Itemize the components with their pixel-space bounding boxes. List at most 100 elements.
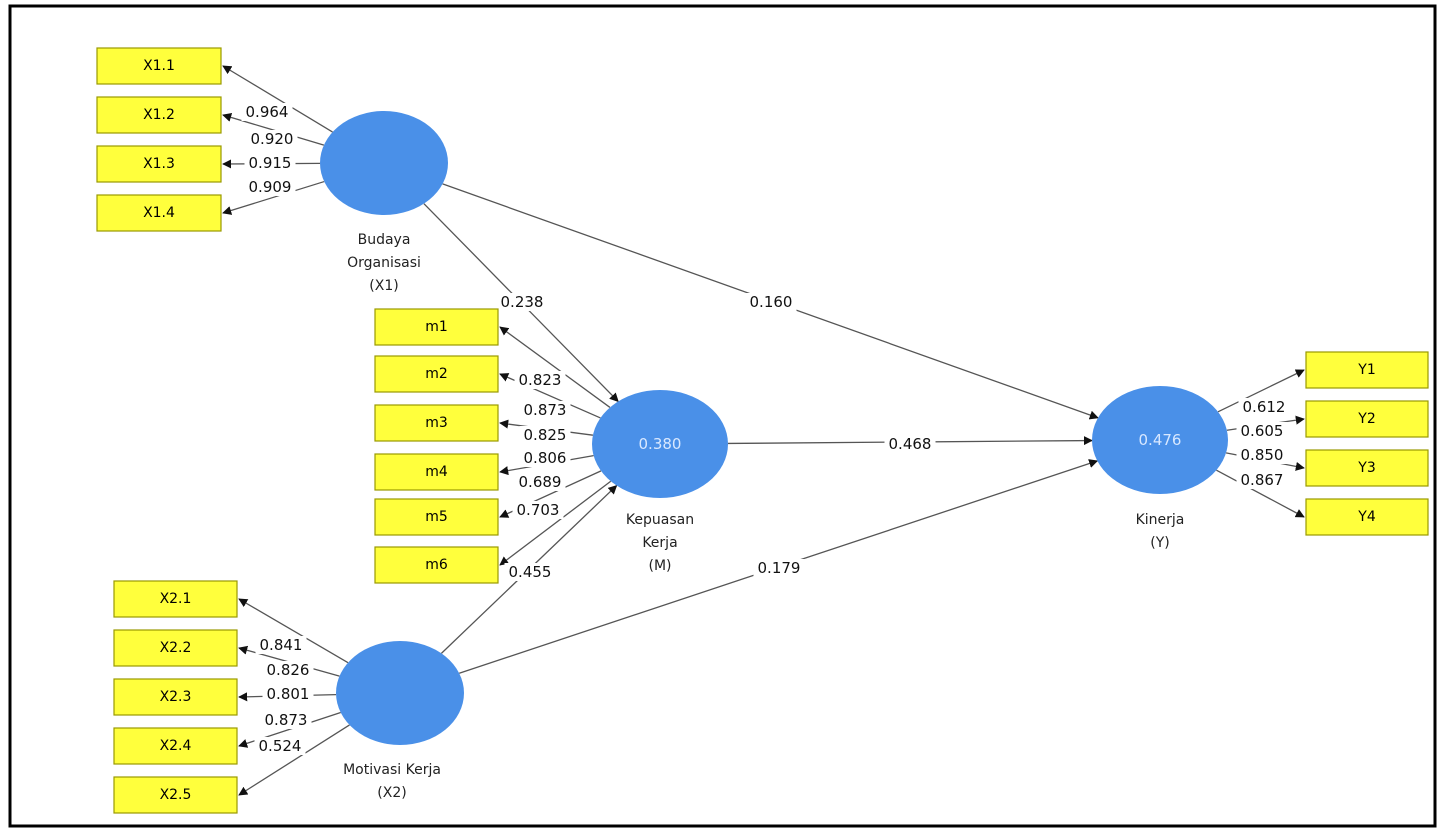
indicator-box[interactable] bbox=[113, 776, 238, 814]
indicator-label: Y3 bbox=[1357, 460, 1375, 476]
indicator-box[interactable] bbox=[96, 47, 222, 85]
loading-value-m5: 0.689 bbox=[519, 473, 562, 491]
r-squared-value: 0.476 bbox=[1139, 431, 1182, 449]
indicator-box[interactable] bbox=[374, 355, 499, 393]
loading-value-x2-5: 0.524 bbox=[259, 737, 302, 755]
latent-name-line: Budaya bbox=[358, 232, 411, 248]
indicator-box[interactable] bbox=[374, 453, 499, 491]
indicator-box[interactable] bbox=[374, 498, 499, 536]
loading-value-m6: 0.703 bbox=[517, 501, 560, 519]
indicator-label: m6 bbox=[425, 557, 448, 573]
indicator-box[interactable] bbox=[113, 678, 238, 716]
latent-ellipse[interactable] bbox=[336, 641, 464, 745]
latent-x2[interactable]: Motivasi Kerja(X2) bbox=[336, 641, 464, 801]
loading-value-y2: 0.605 bbox=[1241, 422, 1284, 440]
loading-value-y2-bg bbox=[1236, 422, 1288, 440]
loading-arrow-m6 bbox=[499, 480, 612, 566]
indicator-x1-4[interactable]: X1.4 bbox=[96, 194, 222, 232]
loading-value-y4: 0.867 bbox=[1241, 471, 1284, 489]
loading-arrow-x2-5 bbox=[238, 724, 350, 796]
indicator-m2[interactable]: m2 bbox=[374, 355, 499, 393]
indicator-x2-4[interactable]: X2.4 bbox=[113, 727, 238, 765]
indicator-m1[interactable]: m1 bbox=[374, 308, 499, 346]
latent-name-line: (X2) bbox=[377, 785, 406, 801]
indicator-y3[interactable]: Y3 bbox=[1305, 449, 1429, 487]
indicator-box[interactable] bbox=[96, 145, 222, 183]
indicator-box[interactable] bbox=[1305, 351, 1429, 389]
indicator-y2[interactable]: Y2 bbox=[1305, 400, 1429, 438]
indicator-box[interactable] bbox=[1305, 449, 1429, 487]
loading-value-x2-4: 0.873 bbox=[265, 711, 308, 729]
indicator-x2-1[interactable]: X2.1 bbox=[113, 580, 238, 618]
loading-value-m5-bg bbox=[514, 473, 566, 491]
path-coef-x2-m: 0.455 bbox=[509, 563, 552, 581]
latent-name-line: Kepuasan bbox=[626, 512, 694, 528]
indicator-x1-2[interactable]: X1.2 bbox=[96, 96, 222, 134]
path-coef-x1-m: 0.238 bbox=[501, 293, 544, 311]
indicator-m6[interactable]: m6 bbox=[374, 546, 499, 584]
r-squared-value: 0.380 bbox=[639, 435, 682, 453]
path-coef-x2-y-bg bbox=[753, 559, 805, 577]
indicator-label: X2.4 bbox=[160, 738, 192, 754]
loading-value-m1-bg bbox=[514, 371, 566, 389]
loading-value-m2: 0.873 bbox=[524, 401, 567, 419]
loading-value-x2-3-bg bbox=[262, 685, 314, 703]
loading-value-y4-bg bbox=[1236, 471, 1288, 489]
indicator-label: Y1 bbox=[1357, 362, 1375, 378]
indicator-label: X1.2 bbox=[143, 107, 175, 123]
loading-value-x2-1: 0.841 bbox=[260, 636, 303, 654]
indicator-box[interactable] bbox=[96, 194, 222, 232]
loading-value-x2-3: 0.801 bbox=[267, 685, 310, 703]
latent-ellipse[interactable] bbox=[592, 390, 728, 498]
loading-value-m3-bg bbox=[519, 426, 571, 444]
latent-ellipse[interactable] bbox=[320, 111, 448, 215]
latent-ellipse[interactable] bbox=[1092, 386, 1228, 494]
indicator-x1-3[interactable]: X1.3 bbox=[96, 145, 222, 183]
loading-value-x2-5-bg bbox=[254, 737, 306, 755]
indicator-box[interactable] bbox=[96, 96, 222, 134]
loading-arrow-x2-1 bbox=[238, 598, 349, 664]
indicator-box[interactable] bbox=[1305, 400, 1429, 438]
indicator-label: X2.5 bbox=[160, 787, 192, 803]
loading-arrow-x1-4 bbox=[222, 180, 325, 215]
indicator-box[interactable] bbox=[1305, 498, 1429, 536]
indicator-m3[interactable]: m3 bbox=[374, 404, 499, 442]
indicator-x2-2[interactable]: X2.2 bbox=[113, 629, 238, 667]
indicator-label: m1 bbox=[425, 319, 448, 335]
indicator-x2-3[interactable]: X2.3 bbox=[113, 678, 238, 716]
latent-name-line: (M) bbox=[648, 558, 671, 574]
indicator-y4[interactable]: Y4 bbox=[1305, 498, 1429, 536]
indicator-label: X1.1 bbox=[143, 58, 175, 74]
path-coef-m-y-bg bbox=[884, 435, 936, 453]
indicator-box[interactable] bbox=[374, 546, 499, 584]
indicator-box[interactable] bbox=[113, 580, 238, 618]
indicator-box[interactable] bbox=[113, 629, 238, 667]
latent-name-line: (Y) bbox=[1150, 535, 1169, 551]
loading-value-x1-1-bg bbox=[241, 103, 293, 121]
loading-value-m6-bg bbox=[512, 501, 564, 519]
indicator-box[interactable] bbox=[374, 308, 499, 346]
indicator-label: m2 bbox=[425, 366, 448, 382]
indicator-box[interactable] bbox=[113, 727, 238, 765]
indicator-label: X1.3 bbox=[143, 156, 175, 172]
indicator-m5[interactable]: m5 bbox=[374, 498, 499, 536]
indicator-m4[interactable]: m4 bbox=[374, 453, 499, 491]
indicator-x1-1[interactable]: X1.1 bbox=[96, 47, 222, 85]
path-coef-x1-y: 0.160 bbox=[750, 293, 793, 311]
indicator-x2-5[interactable]: X2.5 bbox=[113, 776, 238, 814]
indicator-box[interactable] bbox=[374, 404, 499, 442]
indicator-y1[interactable]: Y1 bbox=[1305, 351, 1429, 389]
path-coef-x1-y-bg bbox=[745, 293, 797, 311]
loading-value-x2-2-bg bbox=[262, 661, 314, 679]
loading-value-y3: 0.850 bbox=[1241, 446, 1284, 464]
loading-value-m2-bg bbox=[519, 401, 571, 419]
indicator-label: m4 bbox=[425, 464, 448, 480]
path-coef-x1-m-bg bbox=[496, 293, 548, 311]
indicator-label: X1.4 bbox=[143, 205, 175, 221]
loading-value-m3: 0.825 bbox=[524, 426, 567, 444]
loading-arrow-y1 bbox=[1217, 369, 1305, 413]
